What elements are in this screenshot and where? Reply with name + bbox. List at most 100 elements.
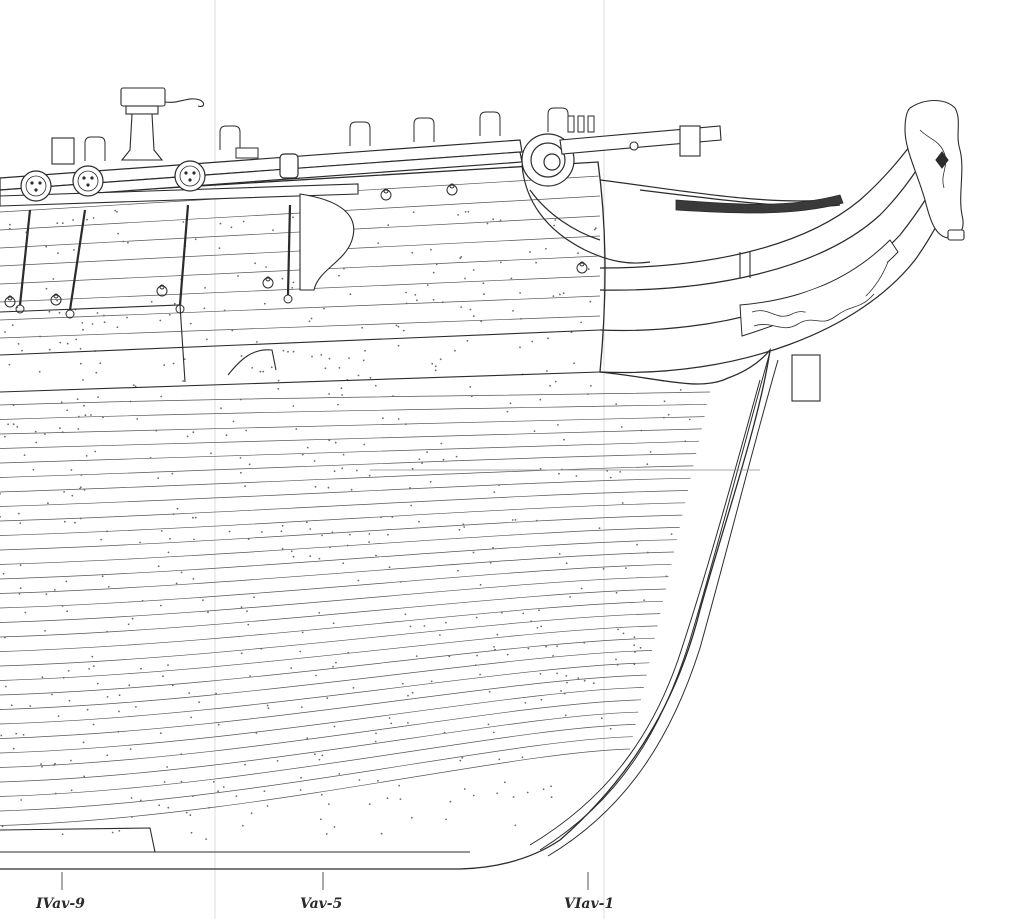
fastening-dot (180, 780, 183, 783)
fastening-dot (19, 564, 22, 567)
fastening-dot (369, 376, 372, 379)
fastening-dot (329, 546, 331, 549)
fastening-dot (244, 485, 247, 488)
fastening-dot (375, 554, 377, 557)
bitt-post (51, 87, 205, 165)
fastening-dot (510, 277, 513, 280)
fastening-dot (670, 533, 673, 535)
fastening-dot (472, 551, 475, 554)
fastening-dot (519, 292, 521, 294)
fastening-dot (91, 655, 94, 658)
fastening-dot (573, 362, 575, 365)
fastening-dot (539, 673, 542, 675)
fastening-dot (44, 433, 46, 435)
fastening-dot (387, 533, 389, 536)
fastening-dot (12, 423, 15, 426)
fastening-dot (134, 385, 137, 388)
fastening-dot (522, 612, 525, 615)
fastening-dot (663, 416, 665, 419)
fastening-dot (342, 453, 345, 456)
fastening-dot (454, 349, 456, 352)
fastening-dot (562, 292, 565, 294)
fastening-dot (363, 443, 366, 446)
fastening-dot (566, 681, 568, 684)
fastening-dot (418, 520, 420, 523)
fastening-dot (239, 457, 242, 459)
fastening-dot (423, 625, 426, 627)
fastening-dot (106, 754, 109, 757)
fastening-dot (122, 240, 125, 243)
fastening-dot (136, 418, 139, 420)
fastening-dot (212, 780, 215, 783)
chain-plate (178, 204, 190, 306)
fastening-dot (320, 354, 323, 356)
fastening-dot (84, 414, 87, 417)
ring-bolts (4, 183, 588, 308)
fastening-dot (79, 517, 82, 520)
fastening-dot (4, 331, 6, 333)
fastening-dot (114, 209, 117, 212)
fastening-dot (397, 325, 400, 328)
fastening-dot (350, 488, 353, 491)
ring-bolt (446, 183, 458, 196)
timberhead (84, 136, 106, 161)
plank-line (0, 662, 650, 725)
fastening-dot (240, 652, 243, 655)
fastening-dot (92, 665, 95, 667)
fastening-dot (535, 261, 537, 264)
fastening-dot (190, 716, 193, 719)
fastening-dot (492, 546, 494, 549)
plank-line (0, 490, 688, 522)
fastening-dot (493, 491, 496, 493)
fastening-dot (245, 429, 248, 432)
fastening-dot (70, 469, 73, 471)
fastening-dot (167, 551, 170, 554)
fastening-dot (193, 538, 195, 541)
fastening-dot (348, 357, 350, 359)
fastening-dot (679, 389, 682, 391)
head-rails (599, 107, 959, 374)
fastening-dot (398, 784, 400, 787)
fastening-dot (194, 238, 197, 241)
fastening-dot (441, 301, 444, 304)
fastening-dot (333, 725, 336, 728)
fastening-dot (244, 763, 246, 766)
chain-wale (0, 183, 359, 291)
fastening-dot (580, 587, 583, 590)
fastening-dot (48, 310, 51, 313)
fastening-dot (386, 797, 389, 800)
fastening-dot (19, 587, 22, 590)
fastening-dot (59, 341, 62, 344)
fastening-dot (334, 441, 337, 444)
fastening-dot (17, 343, 20, 345)
fastening-dot (130, 816, 133, 818)
fastening-dot (598, 527, 601, 530)
deadeyes (15, 153, 299, 319)
chain-plate (68, 209, 87, 311)
fastening-dot (639, 646, 642, 649)
fastening-dot (277, 379, 280, 382)
fastening-dot (63, 491, 65, 493)
fastening-dot (577, 252, 579, 255)
fastening-dot (606, 470, 609, 472)
fastening-dot (132, 384, 135, 386)
fastening-dot (400, 581, 402, 583)
fastening-dot (524, 702, 527, 704)
fastening-dot (56, 222, 59, 225)
ring-bolt (156, 284, 168, 297)
fastening-dot (498, 758, 501, 761)
fastening-dot (281, 548, 284, 550)
fastening-dot (168, 313, 171, 316)
fastening-dot (45, 593, 48, 596)
fastening-dot (11, 324, 14, 326)
fastening-dot (99, 362, 102, 364)
fastening-dot (15, 732, 18, 735)
fastening-dot (332, 665, 334, 668)
fastening-dot (492, 218, 495, 221)
fastening-dot (577, 677, 580, 680)
fastening-dot (416, 299, 418, 302)
fastening-dot (426, 451, 428, 453)
fastening-dot (116, 326, 119, 329)
station-ticks (61, 872, 589, 890)
fastening-dot (24, 611, 27, 614)
